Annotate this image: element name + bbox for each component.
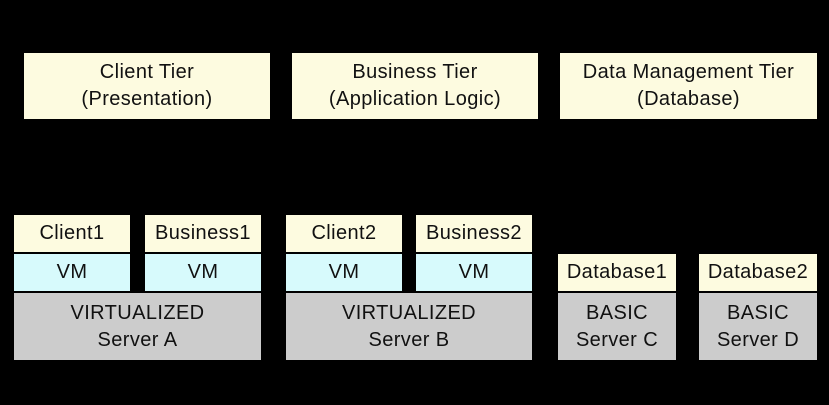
tier-subtitle: (Database): [637, 88, 740, 110]
tier-subtitle: (Application Logic): [328, 88, 502, 110]
server-kind: BASIC: [726, 301, 790, 324]
tier-subtitle: (Presentation): [81, 88, 213, 110]
tier-box-client: Client Tier (Presentation): [22, 51, 272, 121]
app-box-database1: Database1: [556, 252, 678, 293]
server-kind: VIRTUALIZED: [341, 301, 477, 324]
server-name: Server A: [97, 328, 178, 351]
server-kind: VIRTUALIZED: [70, 301, 205, 324]
app-box-business1: Business1: [143, 213, 263, 254]
vm-box-client2: VM: [284, 252, 404, 293]
app-box-database2: Database2: [697, 252, 819, 293]
server-box-d: BASIC Server D: [697, 291, 819, 362]
vm-box-business2: VM: [414, 252, 534, 293]
server-name: Server C: [575, 328, 659, 351]
server-kind: BASIC: [585, 301, 649, 324]
server-name: Server B: [368, 328, 450, 351]
vm-box-business1: VM: [143, 252, 263, 293]
app-box-business2: Business2: [414, 213, 534, 254]
app-box-client1: Client1: [12, 213, 132, 254]
server-box-a: VIRTUALIZED Server A: [12, 291, 263, 362]
tier-title: Data Management Tier: [582, 61, 795, 83]
app-box-client2: Client2: [284, 213, 404, 254]
tier-box-data-management: Data Management Tier (Database): [558, 51, 819, 121]
server-box-c: BASIC Server C: [556, 291, 678, 362]
server-name: Server D: [716, 328, 800, 351]
vm-box-client1: VM: [12, 252, 132, 293]
tier-title: Client Tier: [99, 61, 195, 83]
tier-box-business: Business Tier (Application Logic): [290, 51, 540, 121]
server-box-b: VIRTUALIZED Server B: [284, 291, 534, 362]
tier-title: Business Tier: [352, 61, 478, 83]
